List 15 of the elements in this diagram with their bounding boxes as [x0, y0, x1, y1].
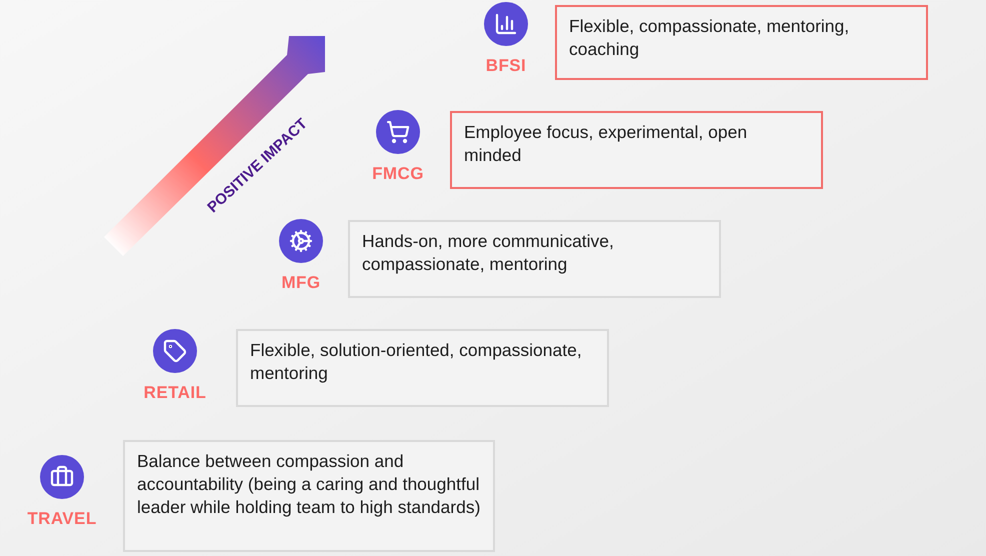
trait-box [123, 440, 495, 552]
trait-text: Employee focus, experimental, open minded [464, 121, 748, 167]
trait-text: Hands-on, more communicative, compassionate, mentoring [362, 230, 615, 276]
industry-label: MFG [280, 272, 322, 294]
industry-label: RETAIL [142, 382, 208, 404]
trait-text: Flexible, solution-oriented, compassionate, mentoring [250, 339, 583, 385]
trait-box [348, 220, 721, 298]
trait-text: Flexible, compassionate, mentoring, coaching [569, 15, 850, 61]
trait-box [555, 5, 928, 80]
industry-label: TRAVEL [26, 508, 98, 530]
industry-label: FMCG [371, 163, 425, 185]
trait-box [236, 329, 609, 407]
trait-box [450, 111, 823, 189]
trait-text: Balance between compassion and accountability (being a caring and thoughtful leader while holding team to high standards) [137, 450, 481, 519]
industry-label: BFSI [484, 55, 528, 77]
